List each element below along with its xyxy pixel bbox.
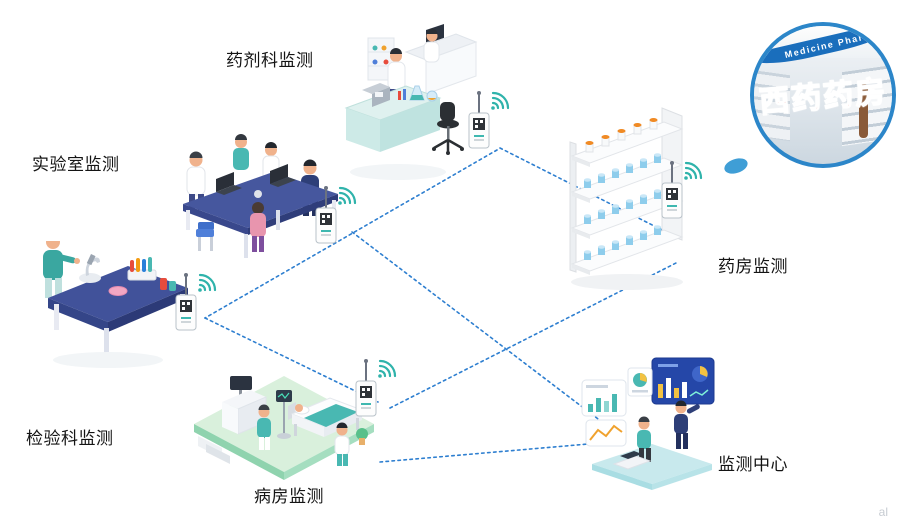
center-floor — [592, 444, 712, 484]
chair — [196, 222, 214, 251]
shelf-boards — [570, 121, 684, 275]
medicine-jars — [585, 118, 658, 153]
testing-dept-illustration — [28, 198, 193, 383]
ward-illustration — [192, 350, 377, 495]
person-nurse — [257, 404, 271, 450]
test-tube-rack — [127, 257, 157, 281]
wifi-sensor-icon — [658, 160, 708, 231]
link-ward-center — [379, 442, 601, 463]
link-testing-ward — [204, 317, 379, 403]
wifi-signal-icon — [338, 186, 357, 205]
wifi-sensor-icon — [465, 90, 515, 161]
wifi-signal-icon — [684, 161, 703, 180]
dashboard-screen — [651, 357, 715, 405]
office-chair — [432, 102, 464, 155]
link-pharmdept-testing — [204, 149, 498, 319]
laptop-icon — [270, 164, 288, 184]
laptop-icon — [612, 451, 652, 470]
label-monitoring-center: 监测中心 — [718, 455, 788, 474]
wifi-signal-icon — [491, 91, 510, 110]
tv-icon — [230, 376, 252, 390]
wifi-signal-icon — [378, 359, 397, 378]
laboratory-illustration — [158, 112, 348, 282]
link-ward-shelf — [389, 261, 679, 409]
label-testing-dept: 检验科监测 — [26, 429, 114, 448]
label-ward: 病房监测 — [254, 487, 324, 506]
wifi-sensor-icon — [312, 185, 362, 256]
person-scrubs — [42, 233, 80, 303]
plant-icon — [356, 428, 368, 445]
person-pink-back — [250, 202, 266, 252]
microscope-icon — [79, 254, 101, 283]
person-whitecoat — [186, 151, 206, 210]
label-pharmacy-dept: 药剂科监测 — [226, 51, 314, 70]
wifi-sensor-icon — [172, 272, 222, 343]
laptop-icon — [216, 172, 234, 192]
pharmacy-dept-illustration — [328, 12, 478, 202]
person-whitecoat — [423, 28, 440, 63]
wifi-sensor-icon — [352, 358, 402, 429]
watermark: al — [878, 505, 888, 519]
lab-table — [183, 172, 338, 228]
link-lab-center — [351, 231, 611, 429]
person-analyst — [674, 400, 700, 449]
label-pharmacy-store: 药房监测 — [718, 257, 788, 276]
hospital-bed — [288, 397, 364, 437]
medicine-cups — [584, 153, 661, 260]
pharmacy-shelf-illustration — [562, 100, 707, 305]
person-teal — [233, 134, 249, 170]
label-laboratory: 实验室监测 — [32, 155, 120, 174]
photo-pillar — [859, 84, 868, 138]
chart-cards — [581, 367, 653, 447]
monitoring-center-illustration — [580, 352, 720, 502]
wifi-signal-icon — [198, 273, 217, 292]
person-operator — [637, 416, 651, 462]
pharmacy-photo: Medicine Phar 西药药房 — [750, 22, 896, 168]
petri-dish — [108, 286, 128, 296]
person-doctor — [334, 422, 350, 466]
